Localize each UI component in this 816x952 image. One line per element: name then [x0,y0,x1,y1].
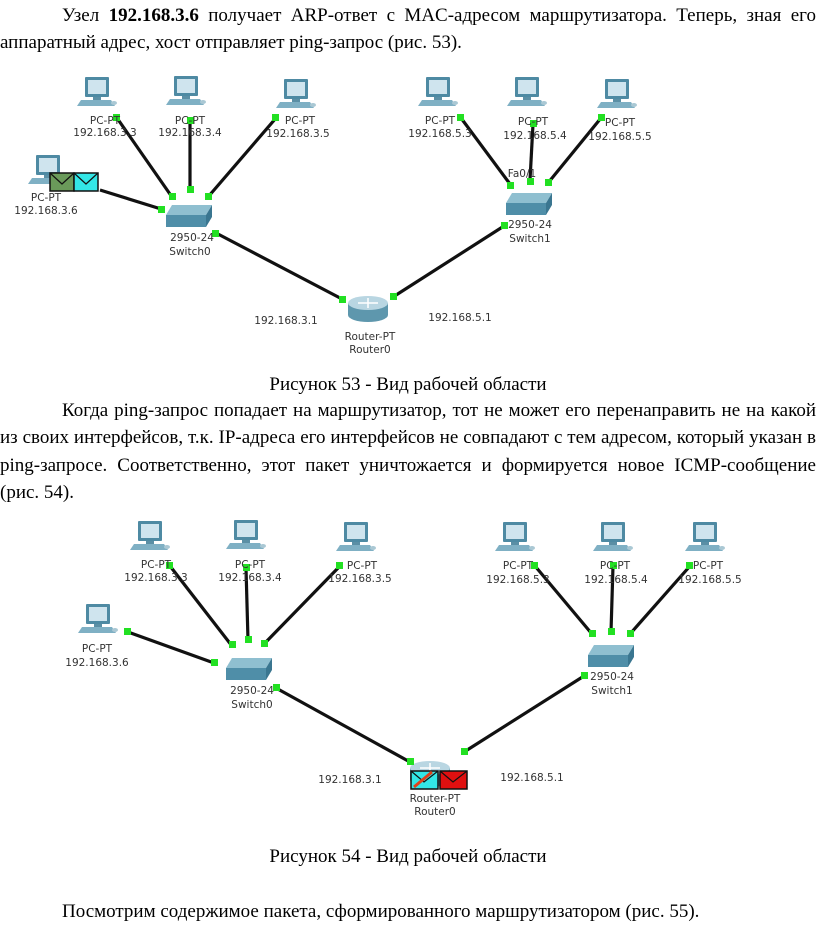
figure-53: PC-PT 192.168.3.3 PC-PT 192.168.3.4 PC-P… [14,76,652,356]
interface-ip-label: 192.168.5.1 [428,312,491,324]
ip-label: 192.168.3.4 [218,572,282,584]
switch-icon[interactable] [166,205,212,227]
figure-54: PC-PT 192.168.3.3 PC-PT 192.168.3.4 PC-P… [65,520,742,818]
router-type-label: Router-PT [410,793,461,805]
links [99,116,603,301]
device-type-label: PC-PT [285,115,316,127]
device-type-label: PC-PT [605,117,636,129]
device-type-label: PC-PT [82,643,113,655]
port-indicators [124,562,693,765]
host-ip: 192.168.3.6 [108,5,199,26]
device-type-label: PC-PT [600,560,631,572]
links [127,564,692,764]
device-type-label: PC-PT [518,116,549,128]
device-type-label: PC-PT [503,560,534,572]
device-type-label: PC-PT [347,560,378,572]
pc-icon[interactable] [593,522,633,551]
ip-label: 192.168.5.4 [503,130,567,142]
device-type-label: PC-PT [425,115,456,127]
envelope-icon [439,770,468,790]
ip-label: 192.168.5.3 [486,574,549,586]
pc-icon[interactable] [685,522,725,551]
port-label: Fa0/1 [508,168,536,180]
pc-icon[interactable] [77,77,117,106]
figure-53-caption: Рисунок 53 - Вид рабочей области [269,374,547,395]
pc-icon[interactable] [166,76,206,105]
figure-54-caption: Рисунок 54 - Вид рабочей области [269,846,547,867]
ip-label: 192.168.3.5 [328,573,391,585]
device-type-label: PC-PT [31,192,62,204]
pc-icon[interactable] [597,79,637,108]
pc-icon[interactable] [418,77,458,106]
pc-icon[interactable] [78,604,118,633]
text: получает ARP-ответ с MAC-адресом маршрут… [0,5,816,54]
router-name-label: Router0 [349,344,390,356]
pc-icon[interactable] [226,520,266,549]
pc-icon[interactable] [276,79,316,108]
port-indicators [113,114,605,303]
interface-ip-label: 192.168.3.1 [318,774,381,786]
paragraph-1: Узел 192.168.3.6 получает ARP-ответ с MA… [0,2,816,57]
device-type-label: PC-PT [235,559,266,571]
pc-icon[interactable] [130,521,170,550]
interface-ip-label: 192.168.5.1 [500,772,563,784]
ip-label: 192.168.3.5 [266,128,329,140]
switch-name-label: Switch1 [509,233,550,245]
switch-model-label: 2950-24 [508,219,552,231]
router-name-label: Router0 [414,806,455,818]
ip-label: 192.168.5.5 [588,131,651,143]
switch-icon[interactable] [506,193,552,215]
device-type-label: PC-PT [175,115,206,127]
switch-model-label: 2950-24 [230,685,274,697]
envelope-icon [410,770,439,790]
pc-icon[interactable] [336,522,376,551]
switch-model-label: 2950-24 [590,671,634,683]
device-type-label: PC-PT [141,559,172,571]
envelope-icon [49,172,75,192]
switch-model-label: 2950-24 [170,232,214,244]
switch-name-label: Switch0 [231,699,272,711]
switch-icon[interactable] [226,658,272,680]
paragraph-3: Посмотрим содержимое пакета, сформирован… [62,901,700,922]
device-type-label: PC-PT [693,560,724,572]
ip-label: 192.168.3.6 [65,657,129,669]
ip-label: 192.168.3.4 [158,127,222,139]
paragraph-2: Когда ping-запрос попадает на маршрутиза… [0,400,816,503]
router-icon[interactable] [347,295,389,323]
ip-label: 192.168.5.5 [678,574,741,586]
ip-label: 192.168.3.3 [124,572,187,584]
router-type-label: Router-PT [345,331,396,343]
ip-label: 192.168.5.3 [408,128,471,140]
pc-icon[interactable] [507,77,547,106]
interface-ip-label: 192.168.3.1 [254,315,317,327]
device-type-label: PC-PT [90,115,121,127]
ip-label: 192.168.5.4 [584,574,648,586]
pc-icon[interactable] [495,522,535,551]
switch-name-label: Switch1 [591,685,632,697]
switch-name-label: Switch0 [169,246,210,258]
ip-label: 192.168.3.6 [14,205,78,217]
switch-icon[interactable] [588,645,634,667]
text: Узел [62,5,109,26]
ip-label: 192.168.3.3 [73,127,136,139]
envelope-icon [73,172,99,192]
